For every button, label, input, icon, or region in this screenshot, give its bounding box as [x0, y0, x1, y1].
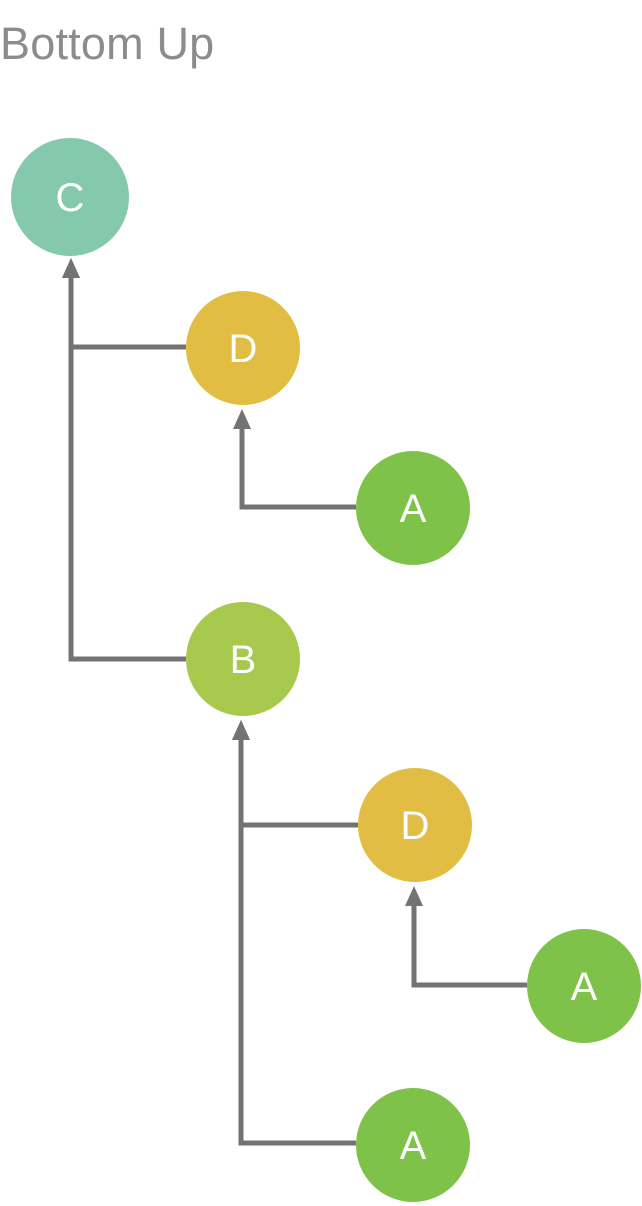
edge-a3-to-b1	[232, 720, 356, 1146]
edge-line	[238, 738, 356, 1146]
node-circle[interactable]	[356, 1088, 470, 1202]
node-label: A	[400, 487, 427, 531]
node-circle[interactable]	[186, 291, 300, 405]
node-circle[interactable]	[356, 451, 470, 565]
nodes-layer: C D A B D A A	[11, 138, 641, 1202]
arrow-head-icon	[233, 409, 251, 429]
node-c1[interactable]: C	[11, 138, 129, 256]
edge-d1-to-c1	[62, 258, 186, 350]
node-circle[interactable]	[11, 138, 129, 256]
arrow-head-icon	[232, 720, 250, 740]
node-b1[interactable]: B	[186, 602, 300, 716]
arrow-head-icon	[405, 886, 423, 906]
node-a2[interactable]: A	[527, 929, 641, 1043]
node-label: C	[56, 176, 85, 220]
edge-line	[68, 276, 186, 350]
edge-d2-to-b1	[232, 720, 358, 828]
arrow-head-icon	[62, 258, 80, 278]
page-title: Bottom Up	[0, 18, 215, 69]
node-label: A	[400, 1124, 427, 1168]
node-label: B	[230, 638, 257, 682]
node-label: D	[401, 804, 430, 848]
node-circle[interactable]	[358, 768, 472, 882]
edge-a2-to-d2	[405, 886, 527, 988]
node-a3[interactable]: A	[356, 1088, 470, 1202]
edge-a1-to-d1	[233, 409, 356, 510]
edge-line	[238, 738, 358, 828]
node-d1[interactable]: D	[186, 291, 300, 405]
edge-line	[239, 427, 356, 510]
node-d2[interactable]: D	[358, 768, 472, 882]
node-circle[interactable]	[527, 929, 641, 1043]
node-circle[interactable]	[186, 602, 300, 716]
node-label: A	[571, 965, 598, 1009]
edge-line	[68, 276, 186, 662]
edges-layer	[62, 258, 527, 1146]
edge-b1-to-c1	[62, 258, 186, 662]
edge-line	[411, 904, 527, 988]
node-label: D	[229, 327, 258, 371]
node-a1[interactable]: A	[356, 451, 470, 565]
